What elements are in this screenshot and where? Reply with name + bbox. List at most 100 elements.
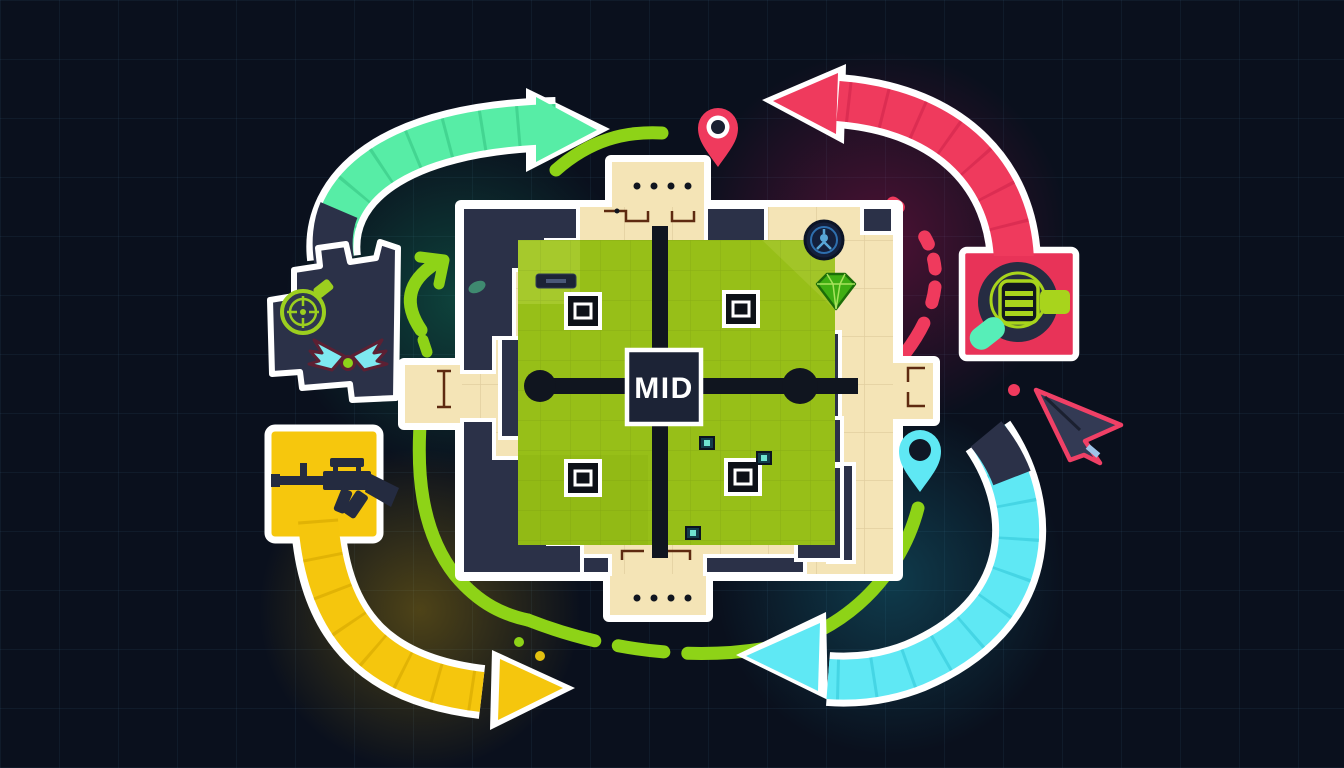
crate-outer	[722, 290, 760, 328]
mini-icon	[756, 451, 772, 465]
cyan-pin-hole	[909, 439, 931, 461]
wing-left	[307, 338, 346, 372]
mini-icon	[685, 526, 701, 540]
cursor-detail	[1085, 444, 1101, 458]
door-right	[906, 366, 925, 408]
dot	[633, 594, 641, 602]
dot	[633, 182, 641, 190]
emblem-ring	[810, 226, 838, 254]
map-markers	[468, 273, 772, 540]
crate-inner	[731, 300, 751, 318]
crate-icon	[564, 459, 602, 497]
cyan-route-arrow	[736, 420, 1047, 707]
door-marks	[437, 209, 925, 560]
red-route-arrow	[762, 64, 1080, 362]
kit-stripe	[1005, 311, 1033, 316]
cyan-arrowhead	[746, 623, 820, 691]
crate-icon	[564, 292, 602, 330]
rifle-handle-post	[333, 465, 338, 473]
lime-dot	[514, 637, 524, 647]
grenade-center-dot	[300, 309, 306, 315]
kit-stripe	[1005, 300, 1033, 307]
equipment-badge	[267, 239, 401, 403]
rifle-magazine	[343, 490, 368, 519]
rifle-grip	[333, 488, 353, 514]
yellow-dot	[535, 651, 545, 661]
rifle-stock	[365, 473, 399, 507]
cyan-arrow-band	[826, 424, 1040, 700]
yellow-arrow-band	[298, 518, 485, 712]
yellow-route-arrow	[264, 424, 575, 730]
red-dash-path	[886, 196, 942, 359]
rifle-barrel	[278, 476, 330, 485]
crate-inner	[573, 302, 593, 320]
cyan-arrow-dark-tail	[970, 421, 1031, 486]
red-arrowhead	[773, 73, 838, 134]
rifle-muzzle	[271, 474, 280, 487]
kit-stripe	[1005, 291, 1033, 296]
defuse-kit-icon	[969, 262, 1070, 350]
mini-icon-glyph	[704, 440, 710, 446]
red-arrow-band	[836, 81, 1034, 264]
lime-question-arrowhead	[414, 251, 450, 290]
dot	[684, 594, 692, 602]
gem-facets	[817, 273, 855, 310]
lime-question-curve	[403, 256, 443, 337]
mini-icon-glyph	[761, 455, 767, 461]
red-pin-hole	[711, 120, 725, 134]
floor-bottom-tab	[610, 567, 706, 615]
wings-badge-icon	[307, 338, 389, 372]
minimap: MID	[398, 155, 940, 622]
door-bottom	[620, 549, 692, 560]
crates	[564, 290, 762, 497]
mid-label: MID	[624, 347, 704, 427]
wing-center	[340, 355, 356, 371]
wall-bottom-strip	[703, 554, 807, 576]
red-dot	[1008, 384, 1020, 396]
dot	[650, 594, 658, 602]
rifle-body	[323, 471, 371, 490]
spawn-dots	[614, 182, 692, 602]
kit-handle	[969, 317, 1005, 350]
wall-bottom-strip	[580, 554, 612, 576]
mini-icon	[699, 436, 715, 450]
rifle-icon	[271, 458, 399, 519]
crate-inner	[733, 468, 753, 486]
wall-top-left	[460, 205, 580, 374]
crate-icon	[724, 458, 762, 496]
dot	[614, 208, 620, 214]
kit-side-tab	[1040, 290, 1070, 314]
gem-icon	[815, 272, 857, 311]
dot	[667, 182, 675, 190]
mid-label-text: MID	[634, 372, 694, 405]
dot	[667, 594, 675, 602]
leaf-decoration	[468, 280, 486, 294]
red-dashed-route	[886, 196, 1020, 396]
mini-icon-glyph	[690, 530, 696, 536]
yellow-arrowhead	[498, 659, 563, 720]
crate-outer	[564, 292, 602, 330]
green-route-arrow	[306, 88, 610, 264]
ct-emblem-icon	[803, 219, 845, 261]
lime-swoosh	[549, 126, 669, 177]
lime-route-solid	[412, 405, 535, 627]
grenade-spoon	[313, 279, 334, 299]
crate-inner	[573, 469, 593, 487]
emblem-spokes	[816, 229, 832, 250]
crate-outer	[564, 459, 602, 497]
red-pin-icon	[698, 108, 738, 167]
emblem-core	[820, 234, 828, 242]
crate-icon	[722, 290, 760, 328]
lime-question-dot	[417, 334, 433, 358]
floor-left-tab	[405, 365, 462, 423]
rifle-carry-handle	[330, 458, 364, 467]
door-left	[437, 369, 451, 409]
rifle-front-sight	[300, 463, 307, 477]
dot	[650, 182, 658, 190]
floor-right-tab	[893, 363, 933, 419]
cyan-pin-icon	[899, 430, 941, 492]
mid-label-box	[624, 347, 704, 427]
wing-right	[350, 338, 389, 372]
